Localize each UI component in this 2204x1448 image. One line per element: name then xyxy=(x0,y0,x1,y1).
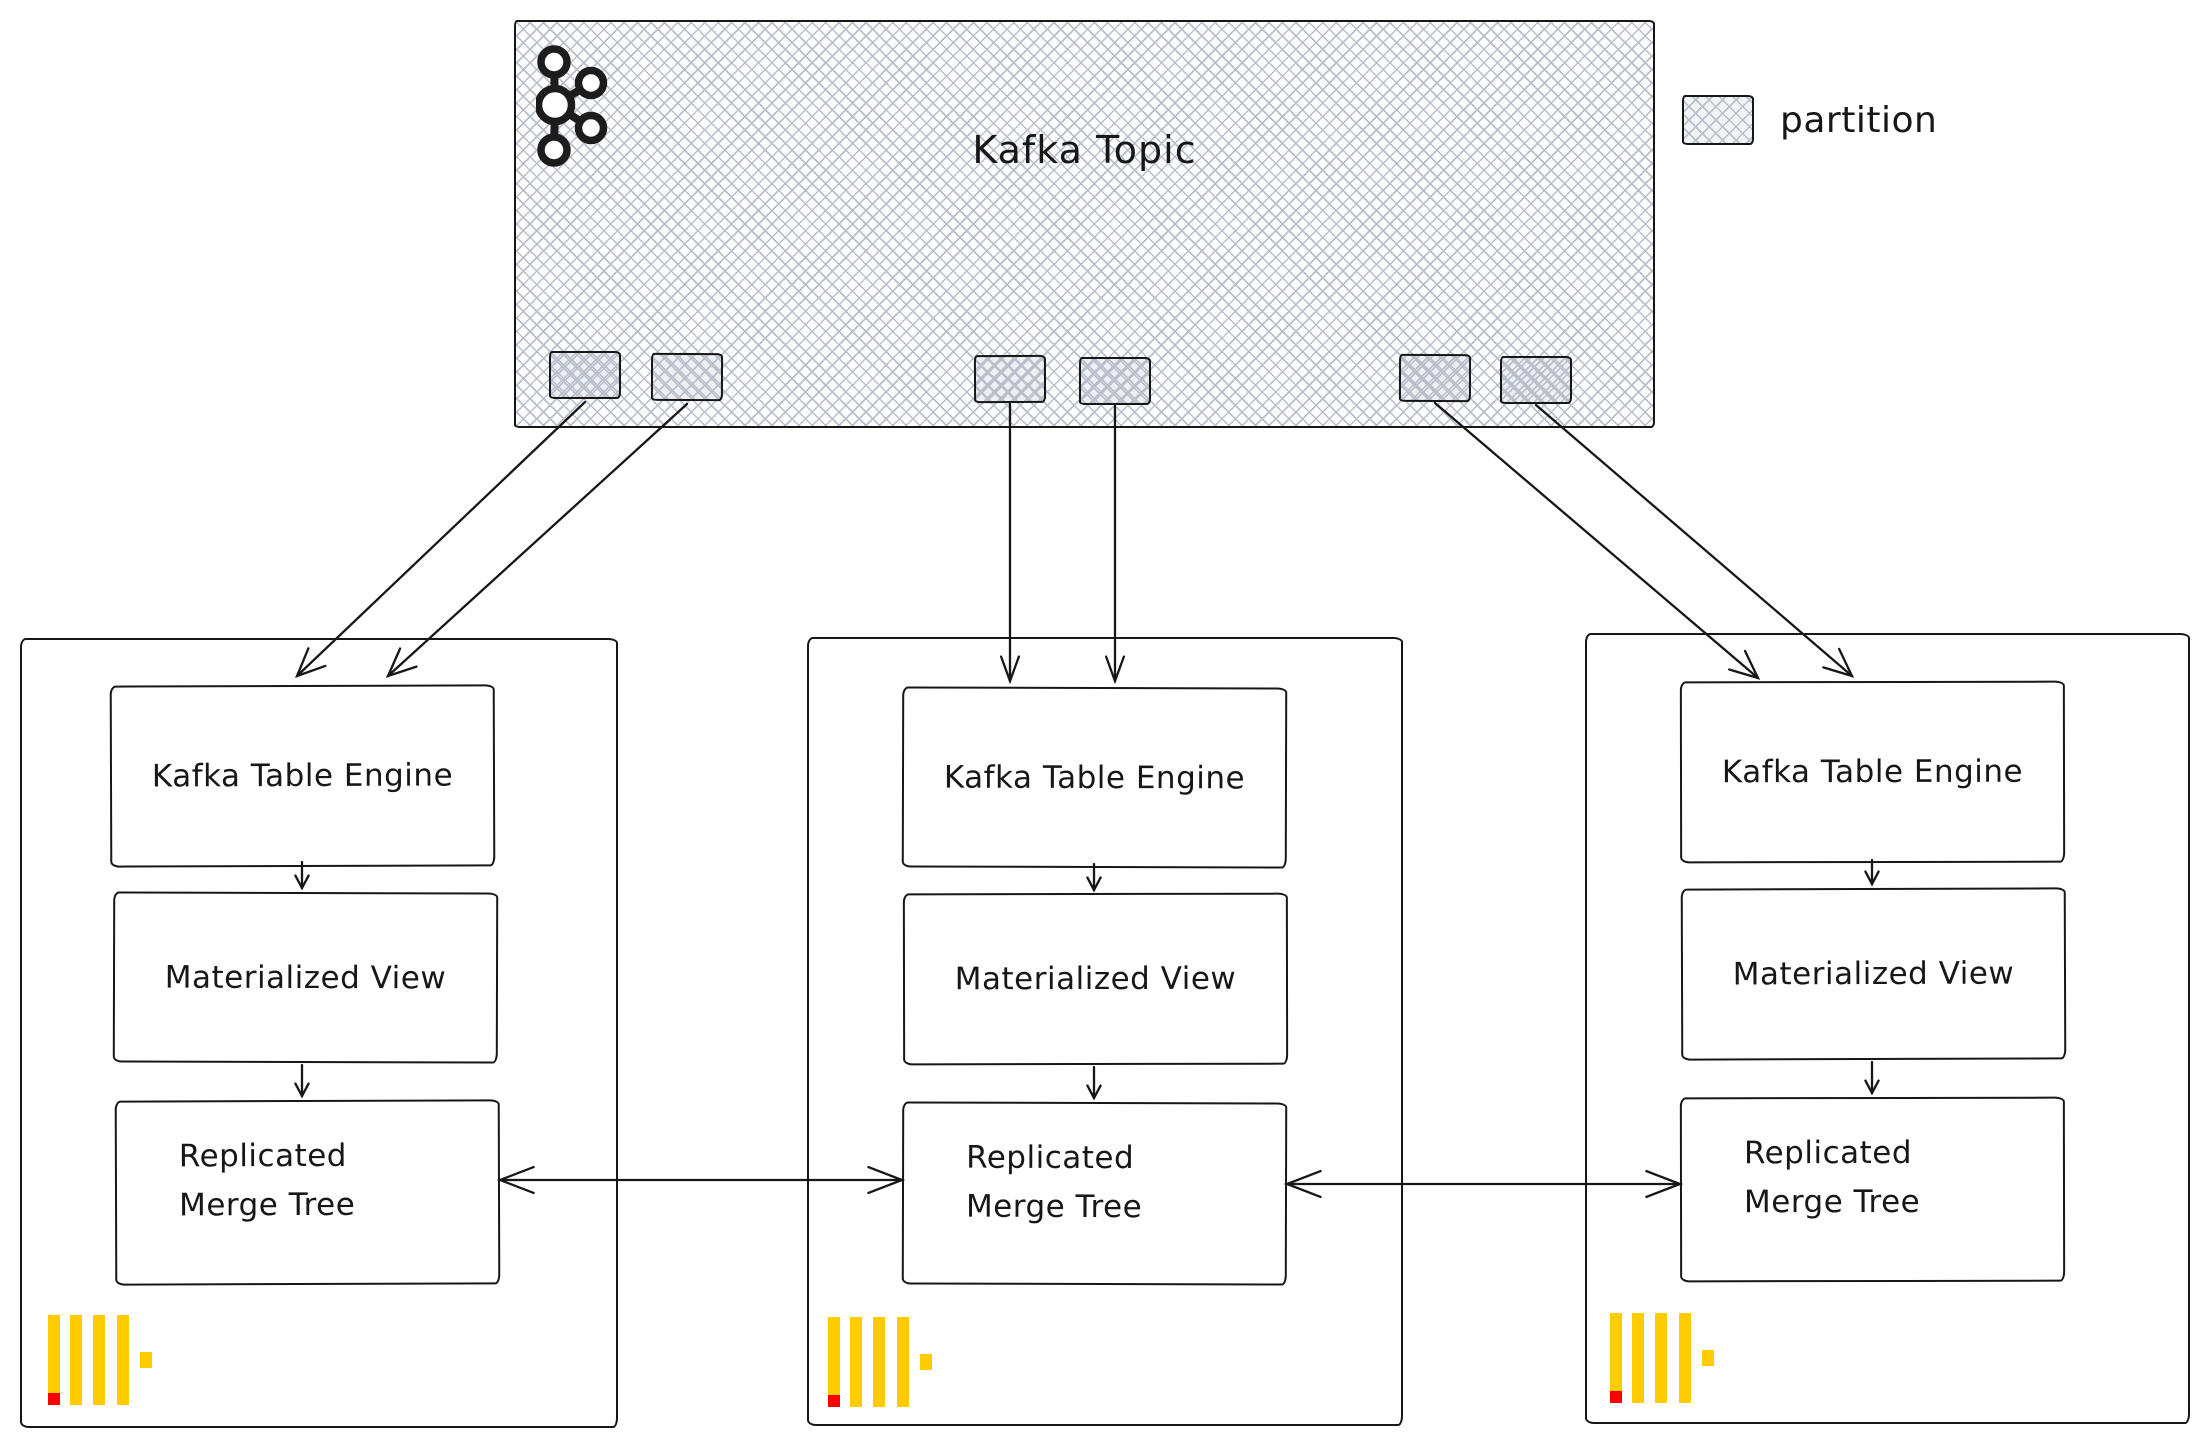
partition-box xyxy=(549,351,621,399)
replicated-merge-tree-box: Replicated Merge Tree xyxy=(114,1099,501,1286)
legend-partition-label: partition xyxy=(1780,100,1938,141)
replicated-merge-tree-box: Replicated Merge Tree xyxy=(901,1101,1288,1286)
materialized-view-box: Materialized View xyxy=(1680,887,2067,1061)
partition-box xyxy=(650,352,724,402)
kafka-topic-title: Kafka Topic xyxy=(972,128,1197,172)
replicated-merge-tree-box: Replicated Merge Tree xyxy=(1679,1096,2066,1283)
kafka-table-engine-box: Kafka Table Engine xyxy=(1679,680,2066,864)
kafka-table-engine-label: Kafka Table Engine xyxy=(151,757,454,795)
replicated-merge-tree-label-line1: Replicated xyxy=(178,1137,348,1175)
replicated-merge-tree-label-line2: Merge Tree xyxy=(178,1186,356,1224)
partition-box xyxy=(1500,356,1572,404)
replicated-merge-tree-label-line1: Replicated xyxy=(1743,1134,1913,1172)
legend-partition-swatch xyxy=(1682,95,1754,145)
kafka-table-engine-label: Kafka Table Engine xyxy=(1721,753,2024,791)
clickhouse-icon xyxy=(828,1317,932,1407)
kafka-table-engine-box: Kafka Table Engine xyxy=(901,686,1288,869)
kafka-table-engine-box: Kafka Table Engine xyxy=(109,684,496,868)
replicated-merge-tree-label-line2: Merge Tree xyxy=(1743,1183,1921,1221)
clickhouse-icon xyxy=(48,1315,152,1405)
partition-box xyxy=(973,354,1047,404)
materialized-view-label: Materialized View xyxy=(1732,955,2015,993)
clickhouse-icon xyxy=(1610,1313,1714,1403)
partition-box xyxy=(1398,353,1472,403)
materialized-view-box: Materialized View xyxy=(902,892,1289,1066)
partition-box xyxy=(1079,357,1151,405)
kafka-table-engine-label: Kafka Table Engine xyxy=(943,759,1246,796)
materialized-view-label: Materialized View xyxy=(164,959,447,996)
replicated-merge-tree-label-line2: Merge Tree xyxy=(965,1188,1143,1226)
replicated-merge-tree-label-line1: Replicated xyxy=(966,1139,1135,1177)
materialized-view-label: Materialized View xyxy=(954,960,1237,998)
materialized-view-box: Materialized View xyxy=(112,891,499,1064)
kafka-icon xyxy=(536,45,608,167)
